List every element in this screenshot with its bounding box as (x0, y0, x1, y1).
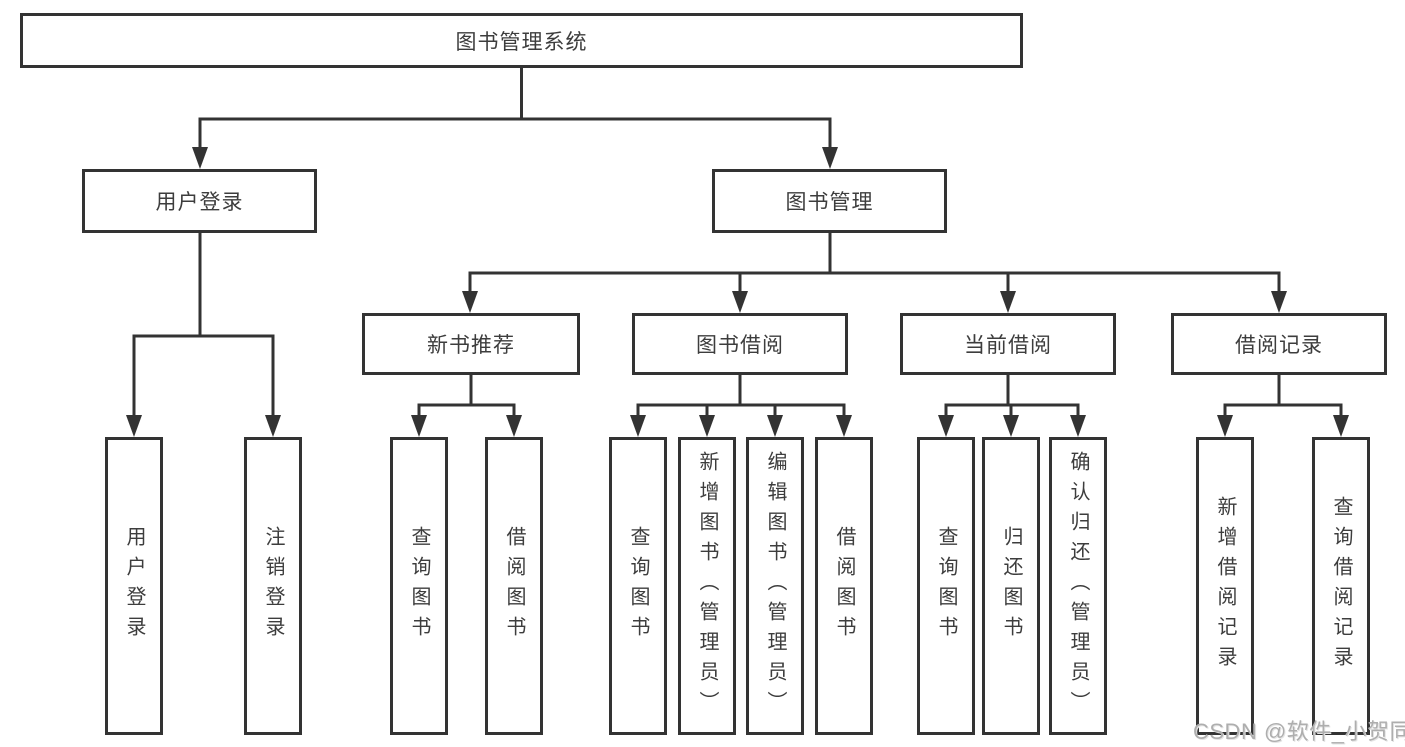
branch-node-label: 图书管理 (785, 191, 874, 214)
leaf-logout: 注销登录 (244, 437, 302, 735)
leaf-borrow-books-recommend: 借阅图书 (485, 437, 543, 735)
leaf-label: 借阅图书 (503, 526, 525, 646)
branch-node-label: 当前借阅 (964, 334, 1052, 357)
arrowheads (126, 147, 1349, 437)
branch-node-label: 借阅记录 (1235, 334, 1323, 357)
branch-node-label: 用户登录 (155, 191, 244, 214)
branch-node-book-borrow: 图书借阅 (632, 313, 848, 375)
leaf-query-books-borrow: 查询图书 (609, 437, 667, 735)
leaf-label: 注销登录 (262, 526, 284, 646)
leaf-add-borrow-record: 新增借阅记录 (1196, 437, 1254, 735)
leaf-label: 归还图书 (1000, 526, 1022, 646)
leaf-label: 确认归还（管理员） (1067, 451, 1089, 721)
leaf-query-borrow-record: 查询借阅记录 (1312, 437, 1370, 735)
leaf-label: 查询图书 (627, 526, 649, 646)
leaf-borrow-books: 借阅图书 (815, 437, 873, 735)
branch-node-label: 图书借阅 (696, 334, 784, 357)
leaf-edit-books-admin: 编辑图书（管理员） (746, 437, 804, 735)
leaf-add-books-admin: 新增图书（管理员） (678, 437, 736, 735)
branch-node-new-book-recommend: 新书推荐 (362, 313, 580, 375)
branch-node-user-login: 用户登录 (82, 169, 317, 233)
root-node-label: 图书管理系统 (455, 30, 588, 54)
leaf-label: 查询图书 (408, 526, 430, 646)
branch-node-label: 新书推荐 (427, 334, 515, 357)
leaf-return-books: 归还图书 (982, 437, 1040, 735)
root-node: 图书管理系统 (20, 13, 1023, 68)
leaf-label: 编辑图书（管理员） (764, 451, 786, 721)
branch-node-book-management: 图书管理 (712, 169, 947, 233)
leaf-user-login: 用户登录 (105, 437, 163, 735)
leaf-label: 查询图书 (935, 526, 957, 646)
leaf-query-books-recommend: 查询图书 (390, 437, 448, 735)
leaf-confirm-return-admin: 确认归还（管理员） (1049, 437, 1107, 735)
leaf-label: 用户登录 (123, 526, 145, 646)
csdn-watermark: CSDN @软件_小贺同学 (1193, 719, 1405, 744)
branch-node-current-borrow: 当前借阅 (900, 313, 1116, 375)
leaf-query-books-current: 查询图书 (917, 437, 975, 735)
branch-node-borrow-records: 借阅记录 (1171, 313, 1387, 375)
leaf-label: 查询借阅记录 (1330, 496, 1352, 676)
leaf-label: 新增借阅记录 (1214, 496, 1236, 676)
leaf-label: 新增图书（管理员） (696, 451, 718, 721)
leaf-label: 借阅图书 (833, 526, 855, 646)
